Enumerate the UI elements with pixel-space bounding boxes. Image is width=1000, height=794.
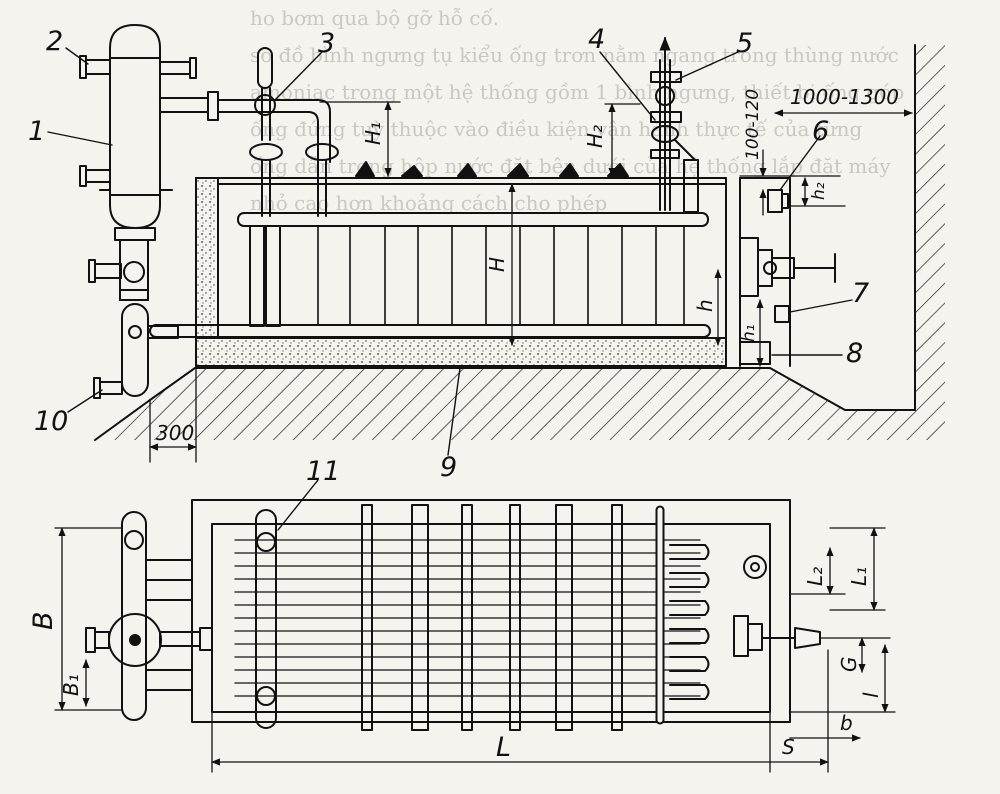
base-slab [195,177,727,367]
callout-leaders [47,47,853,531]
dim-s: S [782,735,795,759]
dim-base-offset: 300 [156,421,194,445]
bleed-line: nhỏ cao hơn khoảng cách cho phép [250,191,608,215]
separator-vessel [79,24,209,229]
dim-l-small: l [859,692,883,698]
dim-g: G [837,657,861,673]
dim-h-1: h₁ [739,324,759,342]
plan-tube-bank [234,539,701,697]
callout-5: 5 [736,28,753,59]
drain-fittings [739,189,836,365]
callout-6: 6 [812,116,829,147]
dim-l: L [496,732,511,763]
dim-h1: H₁ [361,122,385,145]
plan-agitator-frames [361,504,623,731]
dim-l2: L₂ [803,567,827,586]
dim-h-2: h₂ [809,182,829,200]
callout-8: 8 [846,338,863,369]
liquid-downpipe [88,227,179,399]
callout-4: 4 [588,24,605,55]
dim-h: H [485,257,509,272]
upper-collector [237,212,709,327]
dim-b1: B₁ [59,674,83,696]
callout-10: 10 [34,406,68,437]
dimension-labels: 1000-1300 H₁ H₂ H 100-120 h₂ h h₁ 300 B … [28,85,899,763]
callout-9: 9 [440,452,457,483]
dim-height-range: 100-120 [743,89,763,160]
plan-separator [85,511,213,721]
agitator-blades [355,161,629,177]
plan-view-frame [191,499,791,723]
suction-piping [207,47,339,217]
plan-return-bends [655,505,821,725]
dim-h-small: h [693,299,717,312]
dim-b: B [28,611,59,630]
tube-sections [317,225,685,326]
callout-2: 2 [46,26,63,57]
callout-1: 1 [28,116,45,147]
callout-11: 11 [306,456,340,487]
lower-collector [149,324,711,338]
bleed-line: so đồ bình ngưng tụ kiểu ống trơn nằm ng… [250,43,899,67]
dim-wall-gap: 1000-1300 [790,85,899,109]
dim-l1: L₁ [847,567,871,586]
bleed-line: ống đứng tuỳ thuộc vào điều kiện vận hàn… [250,117,863,141]
bleed-line: amoniac trong một hệ thống gồm 1 bình ng… [250,80,905,104]
callout-7: 7 [852,278,869,309]
bleed-line: ho bơm qua bộ gỡ hỗ cố. [250,6,500,30]
callout-3: 3 [318,28,335,59]
dim-h2: H₂ [583,125,607,148]
dim-b-small: b [840,711,853,735]
callout-numbers: 1 2 3 4 5 6 7 8 9 10 11 [28,24,869,487]
regulating-valve [650,36,699,213]
plan-collector-11 [255,509,277,729]
dimension-lines [54,101,913,773]
ground-foundation [94,44,945,441]
